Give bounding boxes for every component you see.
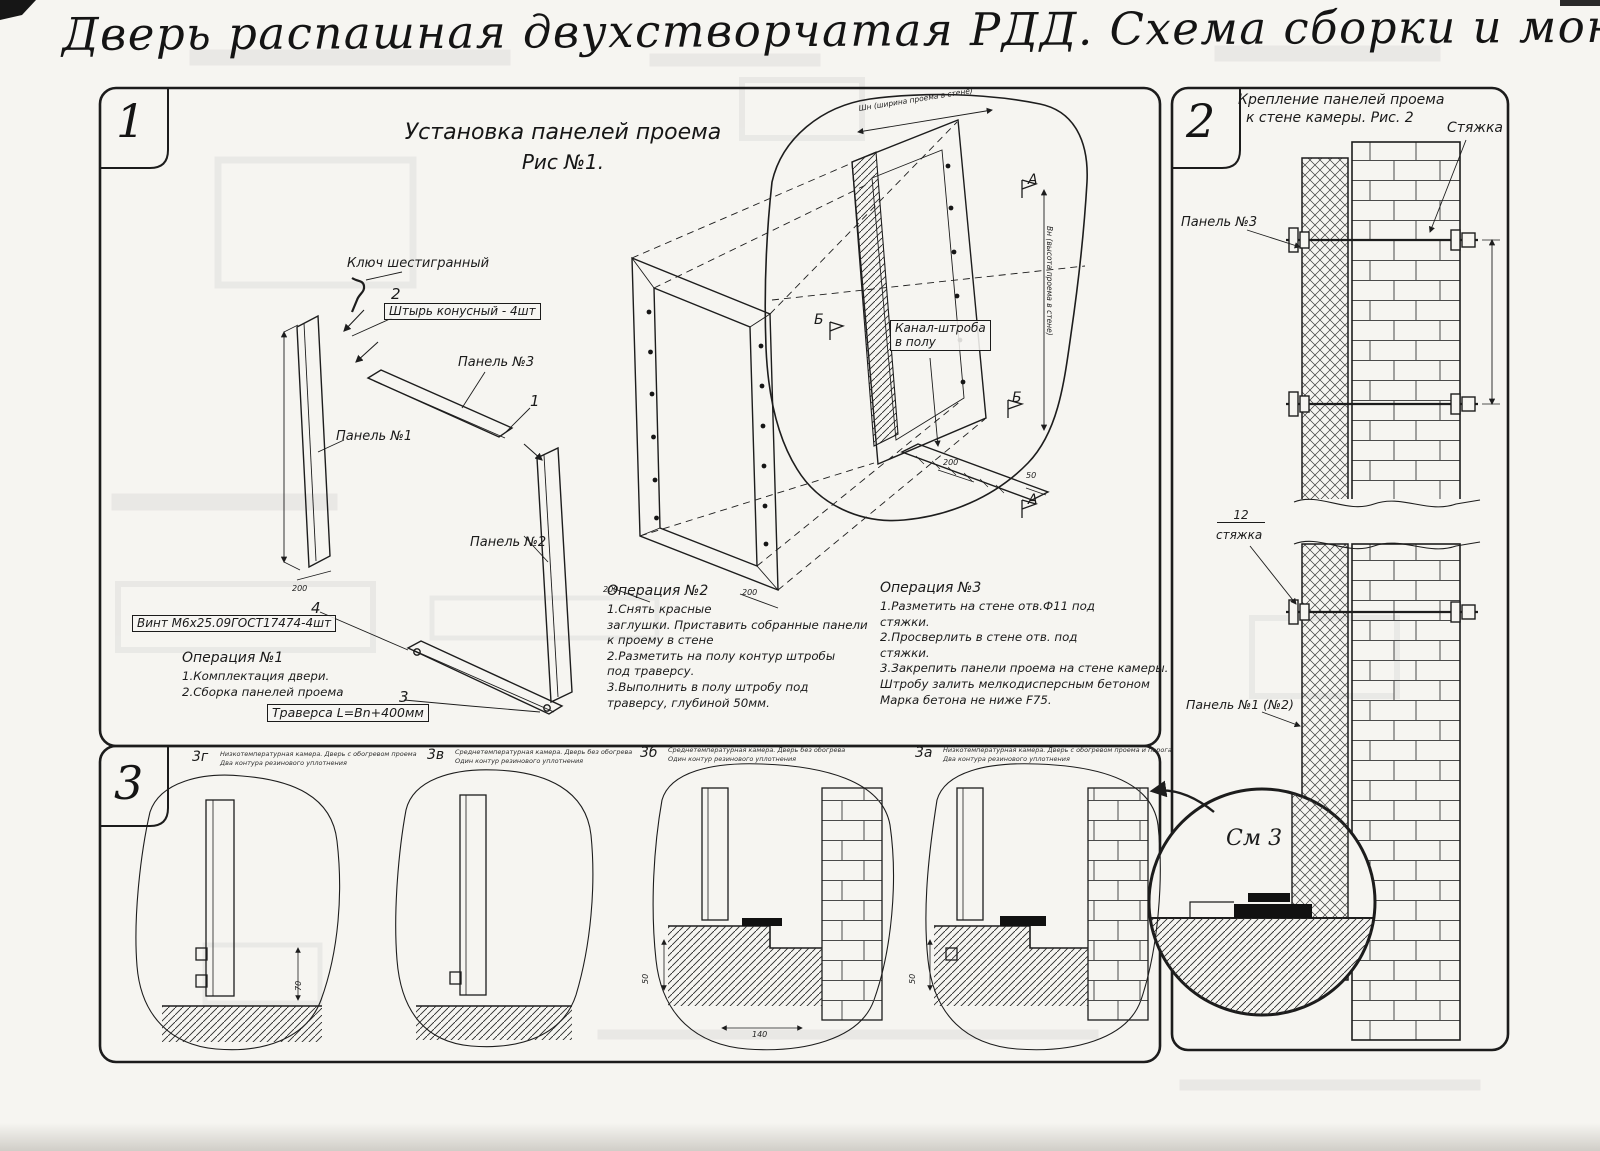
section-marker-a-top: А	[1028, 172, 1038, 188]
section-3a-id: 3а	[915, 745, 933, 761]
panel2-label: Панель №2	[470, 535, 547, 550]
hex-key-label: Ключ шестигранный	[347, 256, 490, 271]
section-3b-id: 3б	[640, 745, 658, 761]
op2-line: к проему в стене	[607, 633, 714, 648]
section-3b-caption-line2: Один контур резинового уплотнения	[668, 754, 797, 763]
section-3v-caption: Среднетемпературная камера. Дверь без об…	[455, 748, 632, 765]
fig2-panel3-label: Панель №3	[1181, 215, 1258, 230]
op2-line: заглушки. Приставить собранные панели	[607, 617, 868, 632]
fig1-title: Установка панелей проема	[404, 120, 722, 145]
op3-line: стяжки.	[880, 614, 930, 629]
op2-line: 2.Разметить на полу контур штробы	[607, 648, 836, 663]
channel-label-line1: Канал-штроба	[895, 321, 986, 335]
section-3v-caption-line2: Один контур резинового уплотнения	[455, 756, 584, 765]
op2-title: Операция №2	[607, 583, 709, 599]
channel-label: Канал-штроба в полу	[890, 320, 991, 351]
section-3b-caption: Среднетемпературная камера. Дверь без об…	[668, 746, 845, 763]
dim-200-canal: 200	[943, 458, 959, 467]
op1-line: 2.Сборка панелей проема	[182, 684, 344, 699]
fig2-panel1-label: Панель №1 (№2)	[1186, 697, 1294, 712]
traverse-label: Траверса L=Bn+400мм	[267, 704, 429, 722]
dim-50-canal: 50	[1026, 471, 1037, 480]
section-3g-caption: Низкотемпературная камера. Дверь с обогр…	[220, 750, 417, 767]
dim-opening-height: Вн (высота проема в стене)	[1045, 226, 1054, 336]
operation-1: Операция №1 1.Комплектация двери. 2.Сбор…	[182, 650, 344, 700]
section-3g-caption-line1: Низкотемпературная камера. Дверь с обогр…	[220, 750, 417, 758]
op3-title: Операция №3	[880, 580, 982, 596]
section-3b-caption-line1: Среднетемпературная камера. Дверь без об…	[668, 746, 846, 754]
operation-3: Операция №3 1.Разметить на стене отв.Ф11…	[880, 580, 1168, 708]
section-3g-caption-line2: Два контура резинового уплотнения	[220, 758, 347, 767]
op3-line: Штробу залить мелкодисперсным бетоном	[880, 676, 1150, 691]
fig3-number: 3	[114, 756, 144, 810]
operation-2: Операция №2 1.Снять красные заглушки. Пр…	[607, 583, 868, 711]
section-marker-a-bottom: А	[1028, 492, 1038, 508]
dim-200-left: 200	[292, 584, 308, 593]
op3-line: 2.Просверлить в стене отв. под	[880, 630, 1078, 645]
scan-bottom-band	[0, 1123, 1600, 1151]
callout-3: 3	[399, 688, 409, 706]
op2-line: 3.Выполнить в полу штробу под	[607, 679, 809, 694]
panel-borders	[98, 86, 1510, 1064]
panel1-label: Панель №1	[336, 429, 413, 444]
dim-opening-width: Шн (ширина проема в стене)	[858, 85, 974, 113]
dim-200-mid2: 200	[742, 588, 758, 597]
fig3-linework	[135, 763, 1161, 1051]
dim-70-3g: 70	[294, 980, 303, 991]
section-marker-b-right: Б	[1012, 390, 1022, 406]
op1-line: 1.Комплектация двери.	[182, 669, 330, 683]
pin-label: Штырь конусный - 4шт	[384, 303, 541, 320]
op3-line: 3.Закрепить панели проема на стене камер…	[880, 661, 1169, 676]
channel-label-line2: в полу	[895, 335, 936, 349]
op3-line: Марка бетона не ниже F75.	[880, 692, 1052, 707]
fig2-number: 2	[1186, 94, 1216, 148]
fig2-title-line2: к стене камеры. Рис. 2	[1246, 110, 1414, 126]
op3-line: 1.Разметить на стене отв.Ф11 под	[880, 599, 1095, 613]
fig1-subtitle: Рис №1.	[521, 150, 605, 174]
detail-circle	[1147, 780, 1377, 1017]
op2-line: под траверсу.	[607, 664, 695, 679]
screw-label: Винт М6х25.09ГОСТ17474-4шт	[132, 615, 337, 632]
panel3-label: Панель №3	[458, 355, 535, 370]
dim-140-3b: 140	[752, 1030, 768, 1039]
section-3g-id: 3г	[192, 749, 209, 765]
fig2-title-line1: Крепление панелей проема	[1238, 92, 1445, 108]
op3-line: стяжки.	[880, 645, 930, 660]
position-12: 12	[1217, 508, 1265, 523]
pin-callout-2: 2	[391, 285, 401, 303]
section-3v-id: 3в	[427, 747, 445, 763]
callout-4: 4	[311, 599, 321, 617]
op2-line: 1.Снять красные	[607, 602, 712, 616]
tie-label-mid: стяжка	[1216, 528, 1263, 542]
dim-50-3b: 50	[641, 973, 650, 984]
op1-title: Операция №1	[182, 650, 284, 666]
section-3a-caption-line1: Низкотемпературная камера. Дверь с обогр…	[943, 746, 1172, 754]
fig1-number: 1	[116, 94, 146, 148]
tie-label-top: Стяжка	[1447, 120, 1503, 136]
section-3v-caption-line1: Среднетемпературная камера. Дверь без об…	[455, 748, 633, 756]
section-3a-caption-line2: Два контура резинового уплотнения	[943, 754, 1070, 763]
section-3a-caption: Низкотемпературная камера. Дверь с обогр…	[943, 746, 1172, 763]
scan-bleed-ghosts	[111, 45, 1481, 1091]
dim-50-3a: 50	[908, 973, 917, 984]
sheet-title: Дверь распашная двухстворчатая РДД. Схем…	[61, 0, 1600, 61]
callout-1: 1	[530, 392, 540, 410]
see-detail-3-label: См 3	[1226, 826, 1283, 851]
section-marker-b-mid: Б	[814, 312, 824, 328]
op2-line: траверсу, глубиной 50мм.	[607, 695, 770, 710]
dim-200-mid1: 200	[603, 585, 619, 594]
fig2-linework	[1246, 139, 1500, 1041]
